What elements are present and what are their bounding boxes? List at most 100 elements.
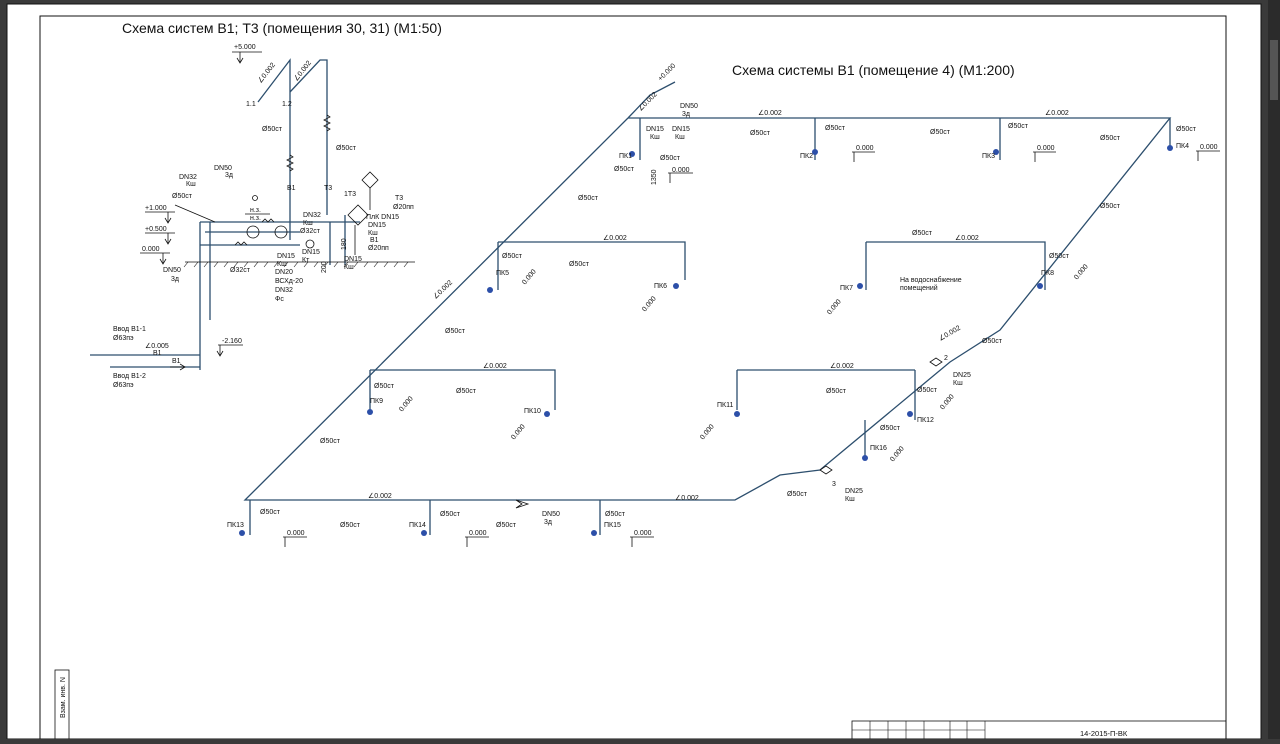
hydrant-icon[interactable] — [1167, 145, 1173, 151]
elev-0-7: 0.000 — [634, 530, 652, 537]
slope-label-3: ∠0.005 — [145, 342, 169, 350]
hydrant-icon[interactable] — [591, 530, 597, 536]
slope-mid-1: ∠0.002 — [603, 234, 627, 242]
elev-0-1: 0.000 — [672, 167, 690, 174]
elev-m2160: -2.160 — [222, 338, 242, 345]
label-ksh-bb: Кш — [845, 496, 855, 503]
slope-mid-2: ∠0.002 — [955, 234, 979, 242]
elevation-flags — [283, 150, 1220, 547]
elev-0-4: 0.000 — [1200, 144, 1218, 151]
hydrant-icon[interactable] — [673, 283, 679, 289]
slope-bot-2: ∠0.002 — [675, 494, 699, 502]
diam-50st-19: Ø50ст — [320, 438, 341, 445]
label-t3: Т3 — [395, 195, 403, 202]
label-ksh-d: Кш — [368, 230, 378, 237]
label-dn32-c: DN32 — [275, 287, 293, 294]
label-b1: В1 — [370, 237, 379, 244]
diam-50st-7: Ø50ст — [578, 195, 599, 202]
height-1350: 1350 — [651, 169, 658, 185]
valve-number-2: 2 — [944, 355, 948, 362]
diam-63pe-1: Ø63пэ — [113, 335, 134, 342]
diam-50st-4: Ø50ст — [825, 125, 846, 132]
hydrant-icon[interactable] — [544, 411, 550, 417]
hydrant-icon[interactable] — [239, 530, 245, 536]
left-schema: +5.000 ∠0.002 ∠0.002 1.1 1.2 Ø50ст Ø50ст… — [90, 44, 415, 389]
doc-code: 14-2015-П-ВК — [1080, 729, 1128, 738]
label-dn50-b: DN50 — [163, 267, 181, 274]
hydrant-icon[interactable] — [367, 409, 373, 415]
right-schema-title: Схема системы В1 (помещение 4) (М1:200) — [732, 62, 1015, 78]
pk9-label: ПК9 — [370, 398, 383, 405]
diam-50st-27: Ø50ст — [880, 425, 901, 432]
hydrant-icon[interactable] — [857, 283, 863, 289]
diam-50st-20: Ø50ст — [787, 491, 808, 498]
vertical-scrollbar[interactable] — [1268, 0, 1280, 739]
diam-50st-24: Ø50ст — [496, 522, 517, 529]
valve-icon — [929, 357, 943, 367]
left-schema-title: Схема систем В1; Т3 (помещения 30, 31) (… — [122, 20, 442, 36]
hydrant-icon[interactable] — [487, 287, 493, 293]
label-dn25-a: DN25 — [953, 372, 971, 379]
label-3d-b: 3д — [171, 276, 179, 283]
label-3d-top: 3д — [682, 111, 690, 118]
pk7-label: ПК7 — [840, 285, 853, 292]
diam-50st-21: Ø50ст — [260, 509, 281, 516]
label-dn15-kt: DN15 — [277, 253, 295, 260]
label-dn50: DN50 — [214, 165, 232, 172]
hydrant-icon[interactable] — [421, 530, 427, 536]
hydrant-markers — [239, 145, 1173, 536]
elev-1000: +1.000 — [145, 205, 167, 212]
diam-50st-8: Ø50ст — [1100, 203, 1121, 210]
pk11-label: ПК11 — [717, 402, 733, 409]
hydrant-icon[interactable] — [993, 149, 999, 155]
diam-20pp-b: Ø20пп — [368, 245, 389, 252]
diam-50st-26: Ø50ст — [614, 166, 635, 173]
pk3-label: ПК3 — [982, 153, 995, 160]
label-ksh-e: Кш — [344, 264, 354, 271]
label-nz-2: н.з. — [250, 215, 261, 222]
hydrant-icon[interactable] — [629, 151, 635, 157]
label-dn20: DN20 — [275, 269, 293, 276]
pk15-label: ПК15 — [604, 522, 621, 529]
hydrant-icon[interactable] — [812, 149, 818, 155]
diam-50st-22: Ø50ст — [340, 522, 361, 529]
label-dn15-1: DN15 — [646, 126, 664, 133]
hydrant-icon[interactable] — [862, 455, 868, 461]
valve-icon — [252, 195, 258, 201]
slope-top-2: ∠0.002 — [1045, 109, 1069, 117]
label-dn32: DN32 — [179, 174, 197, 181]
pk1-label: ПК1 — [619, 153, 632, 160]
elev-0000: 0.000 — [142, 246, 160, 253]
label-ksh-a: Кш — [953, 380, 963, 387]
pk14-label: ПК14 — [409, 522, 426, 529]
hydrant-icon[interactable] — [734, 411, 740, 417]
label-dn25-b: DN25 — [845, 488, 863, 495]
pk2-label: ПК2 — [800, 153, 813, 160]
hydrant-icon[interactable] — [1037, 283, 1043, 289]
hydrant-icon[interactable] — [907, 411, 913, 417]
elev-0-6: 0.000 — [469, 530, 487, 537]
diam-50st-12: Ø50ст — [1049, 253, 1070, 260]
point-1-2: 1.2 — [282, 101, 292, 108]
diam-50st-25: Ø50ст — [605, 511, 626, 518]
heater-icon — [347, 204, 369, 226]
label-dn15-b: DN15 — [368, 222, 386, 229]
supply-note: На водоснабжение — [900, 276, 962, 284]
height-180: 180 — [341, 238, 348, 250]
label-ksh-b: Кш — [303, 220, 313, 227]
riser-t3-label: Т3 — [324, 185, 332, 192]
line-b1-1: В1 — [153, 350, 162, 357]
pk10-label: ПК10 — [524, 408, 541, 415]
label-plk: ПлК DN15 — [366, 214, 399, 221]
pk12-label: ПК12 — [917, 417, 934, 424]
diam-32st-a: Ø32ст — [230, 267, 251, 274]
diam-63pe-2: Ø63пэ — [113, 382, 134, 389]
meter-icon — [274, 225, 288, 239]
slope-top-1: ∠0.002 — [758, 109, 782, 117]
label-ksh-c: Кш — [277, 261, 287, 268]
pk13-label: ПК13 — [227, 522, 244, 529]
diam-50st-a: Ø50ст — [262, 126, 283, 133]
scrollbar-thumb[interactable] — [1270, 40, 1278, 100]
diam-50st-10: Ø50ст — [912, 230, 933, 237]
